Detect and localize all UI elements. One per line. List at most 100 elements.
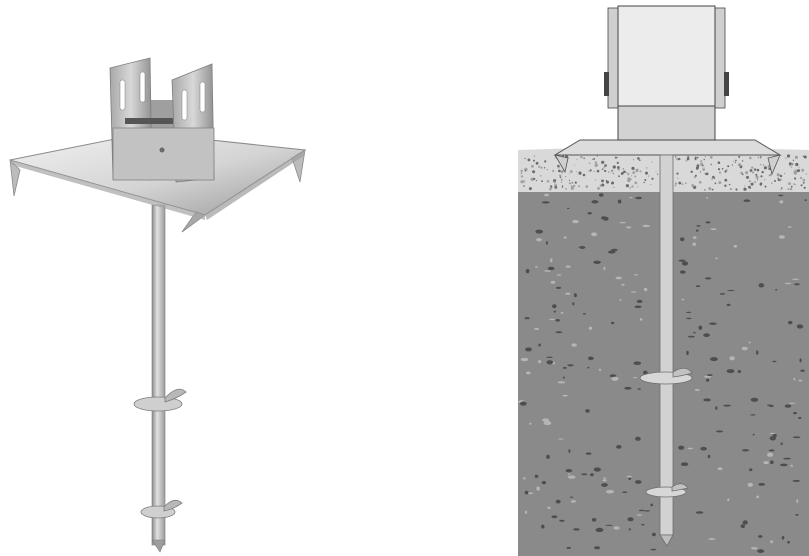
soil-speckle [567,207,570,209]
gravel-speckle [755,173,758,176]
cross-section-drawing [518,5,809,556]
soil-speckle [567,473,570,475]
gravel-speckle [554,186,557,189]
gravel-speckle [576,159,578,161]
gravel-speckle [759,158,761,160]
soil-speckle [787,226,792,228]
gravel-speckle [725,169,728,171]
gravel-speckle [561,186,564,188]
gravel-speckle [612,172,614,175]
gravel-speckle [601,183,605,187]
soil-speckle [546,360,554,365]
gravel-speckle [655,170,657,172]
gravel-speckle [785,157,787,159]
soil-speckle [595,527,604,533]
soil-speckle [544,270,551,272]
soil-speckle [793,378,796,381]
gravel-speckle [759,156,762,158]
gravel-speckle [535,180,537,182]
soil-speckle [692,236,697,240]
soil-speckle [770,540,774,544]
soil-speckle [680,462,689,467]
soil-speckle [534,474,539,478]
soil-speckle [715,406,718,410]
gravel-speckle [552,169,555,173]
product-illustration [0,0,360,556]
gravel-speckle [527,158,531,162]
gravel-speckle [625,184,629,188]
soil-speckle [703,398,711,402]
soil-speckles [518,193,807,553]
soil-speckle [520,357,529,362]
soil-speckle [613,526,620,530]
soil-speckle [748,341,751,344]
gravel-speckle [645,171,648,175]
gravel-speckle [637,157,640,160]
soil-speckle [621,283,625,286]
soil-speckle [784,282,792,285]
soil-speckle [742,449,750,452]
gravel-speckle [676,172,679,175]
gravel-speckle [572,184,576,188]
gravel-speckle [731,164,733,166]
soil-speckle [780,463,788,467]
soil-speckle [560,311,564,314]
gravel-speckle [550,185,553,188]
soil-speckle [548,318,556,321]
gravel-speckle [574,164,576,166]
gravel-speckle [724,184,727,187]
gravel-speckle [597,187,600,190]
soil-speckle [593,260,601,264]
soil-speckle [633,274,638,276]
soil-speckle [680,270,686,274]
gravel-speckle [780,189,782,191]
soil-speckle [588,326,593,330]
soil-speckle [799,358,802,363]
soil-speckle [783,457,791,460]
gravel-speckle [557,166,560,169]
soil-speckle [757,549,765,553]
gravel-speckle [553,181,557,184]
gravel-speckle [789,187,793,191]
soil-speckle [750,414,756,416]
gravel-speckle [752,171,755,174]
soil-speckle [633,361,642,366]
soil-speckle [569,496,574,498]
soil-speckle [705,221,711,224]
gravel-speckle [686,157,690,161]
gravel-speckle [629,187,631,189]
soil-speckle [536,486,540,491]
gravel-speckle [676,157,679,161]
soil-speckle [544,193,550,197]
soil-speckle [628,528,631,531]
soil-speckle [557,438,565,440]
soil-speckle [605,524,613,526]
soil-speckle [557,381,566,384]
soil-speckle [563,236,567,239]
gravel-speckle [710,163,712,166]
soil-speckle [567,364,574,367]
gravel-speckle [535,161,539,165]
gravel-speckle [678,157,681,161]
gravel-speckle [692,185,695,187]
gravel-speckle [568,179,571,181]
gravel-speckle [781,187,783,189]
soil-speckle [787,540,790,544]
gravel-speckle [614,156,617,159]
gravel-speckle [805,173,807,175]
soil-speckle [796,499,799,503]
gravel-speckle [533,155,536,157]
gravel-speckle [792,159,795,161]
gravel-speckle [562,185,564,187]
soil-speckle [750,547,758,550]
gravel-speckle [712,175,715,179]
soil-speckle [526,371,531,375]
soil-speckle [779,200,784,204]
gravel-speckle [596,155,598,157]
soil-speckle [535,266,538,268]
gravel-speckle [705,172,709,176]
soil-speckle [571,343,577,347]
gravel-speckle [749,187,752,189]
soil-speckle [694,388,700,391]
soil-speckle [635,436,641,441]
